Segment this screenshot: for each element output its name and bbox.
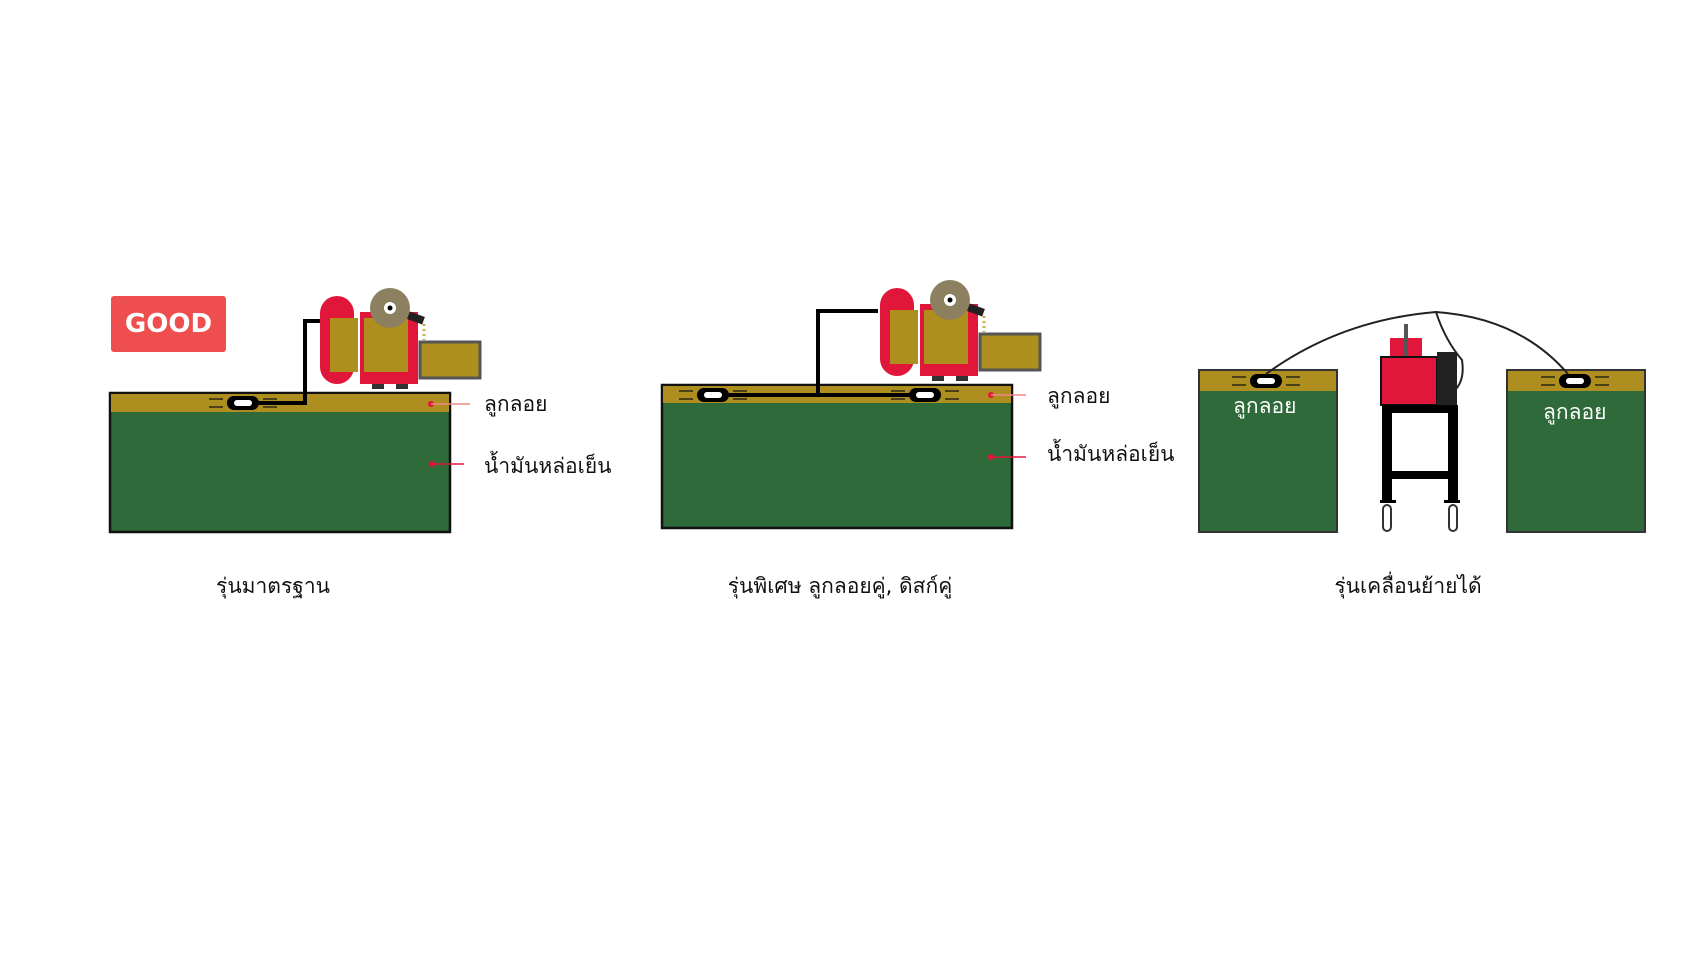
- special-model-caption: รุ่นพิเศษ ลูกลอยคู่, ดิสก์คู่: [727, 574, 953, 598]
- good-badge: GOOD: [111, 296, 226, 352]
- portable-model-caption: รุ่นเคลื่อนย้ายได้: [1334, 574, 1482, 598]
- standard-model-caption: รุ่นมาตรฐาน: [216, 574, 330, 598]
- tank: [108, 391, 452, 534]
- float-label: ลูกลอย: [1047, 384, 1111, 408]
- standard-model-diagram: [108, 286, 482, 534]
- coolant-label: น้ำมันหล่อเย็น: [484, 454, 612, 478]
- coolant-label: น้ำมันหล่อเย็น: [1047, 442, 1175, 466]
- float-label: ลูกลอย: [484, 392, 548, 416]
- float-label-right: ลูกลอย: [1543, 400, 1607, 424]
- portable-model-diagram: [1198, 310, 1646, 533]
- float-label-left: ลูกลอย: [1233, 394, 1297, 418]
- skimmer-machine-icon: [318, 286, 482, 391]
- skimmer-machine-icon: [878, 278, 1042, 383]
- portable-cart-icon: [1380, 324, 1460, 532]
- special-model-diagram: [660, 278, 1042, 530]
